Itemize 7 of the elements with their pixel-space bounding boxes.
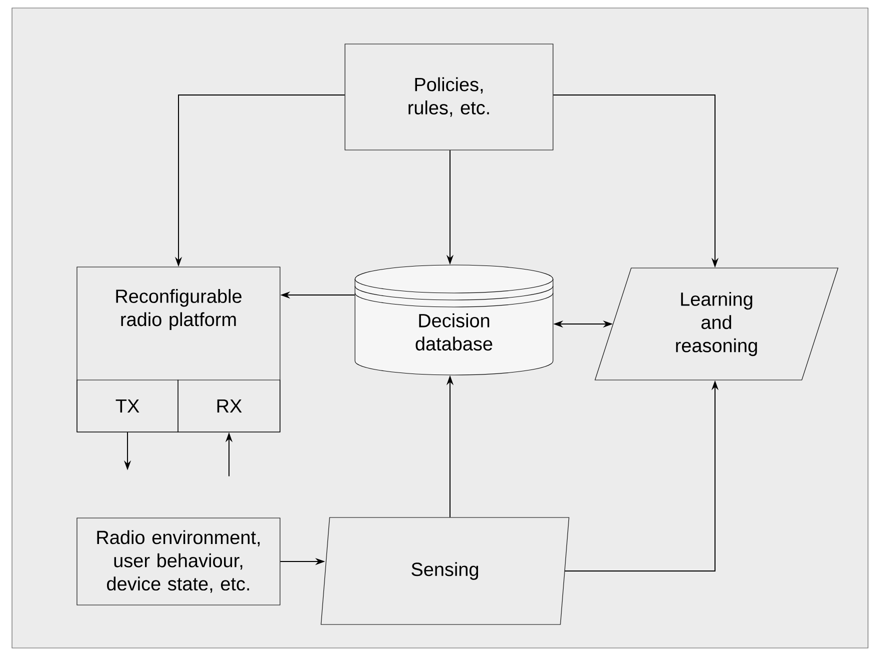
cell-box: TX [76,380,178,432]
process-box: Radio environment, user behaviour, device state, etc. [76,518,280,606]
cell-box: RX [178,380,280,432]
database-cylinder: Decision database [354,264,554,376]
parallelogram-box: Sensing [320,517,570,625]
process-box: Policies, rules, etc. [344,44,554,150]
parallelogram-box: Learning and reasoning [594,268,838,380]
